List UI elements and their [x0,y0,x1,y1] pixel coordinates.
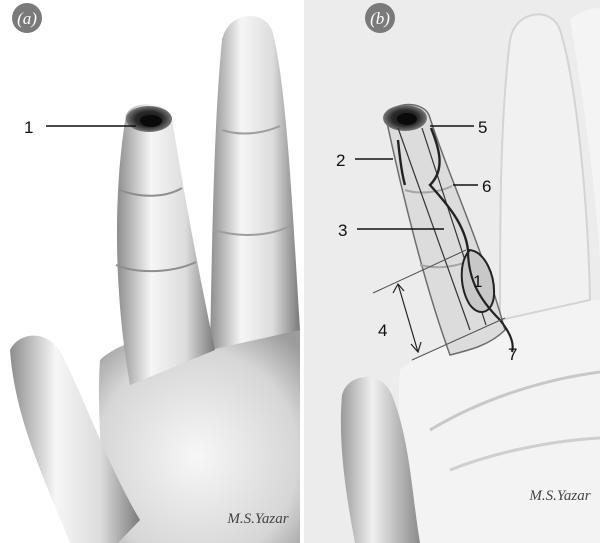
callout-label: 5 [478,118,487,137]
panel-a: (a) 1 M.S.Yazar [0,0,300,543]
callout: 7 [508,345,517,364]
callout: 1 [473,272,482,291]
callout-label: 6 [482,177,491,196]
callout-label: 1 [473,272,482,291]
panel-label: (a) [17,9,37,28]
panel-badge: (b) [365,3,395,33]
callout-label: 2 [336,151,345,170]
callout-label: 1 [24,118,33,137]
callout: 4 [378,321,387,340]
artist-signature: M.S.Yazar [528,488,590,504]
callout-label: 4 [378,321,387,340]
callout-label: 7 [508,345,517,364]
wound-center [140,115,162,127]
wound-center [397,113,417,125]
callout-label: 3 [338,221,347,240]
panel-label: (b) [370,9,390,28]
artist-signature: M.S.Yazar [226,511,288,527]
panel-divider [300,0,304,543]
panel-b: (b) 2 3 4 5 6 7 1 M.S.Yazar [300,0,600,543]
panel-badge: (a) [12,3,42,33]
